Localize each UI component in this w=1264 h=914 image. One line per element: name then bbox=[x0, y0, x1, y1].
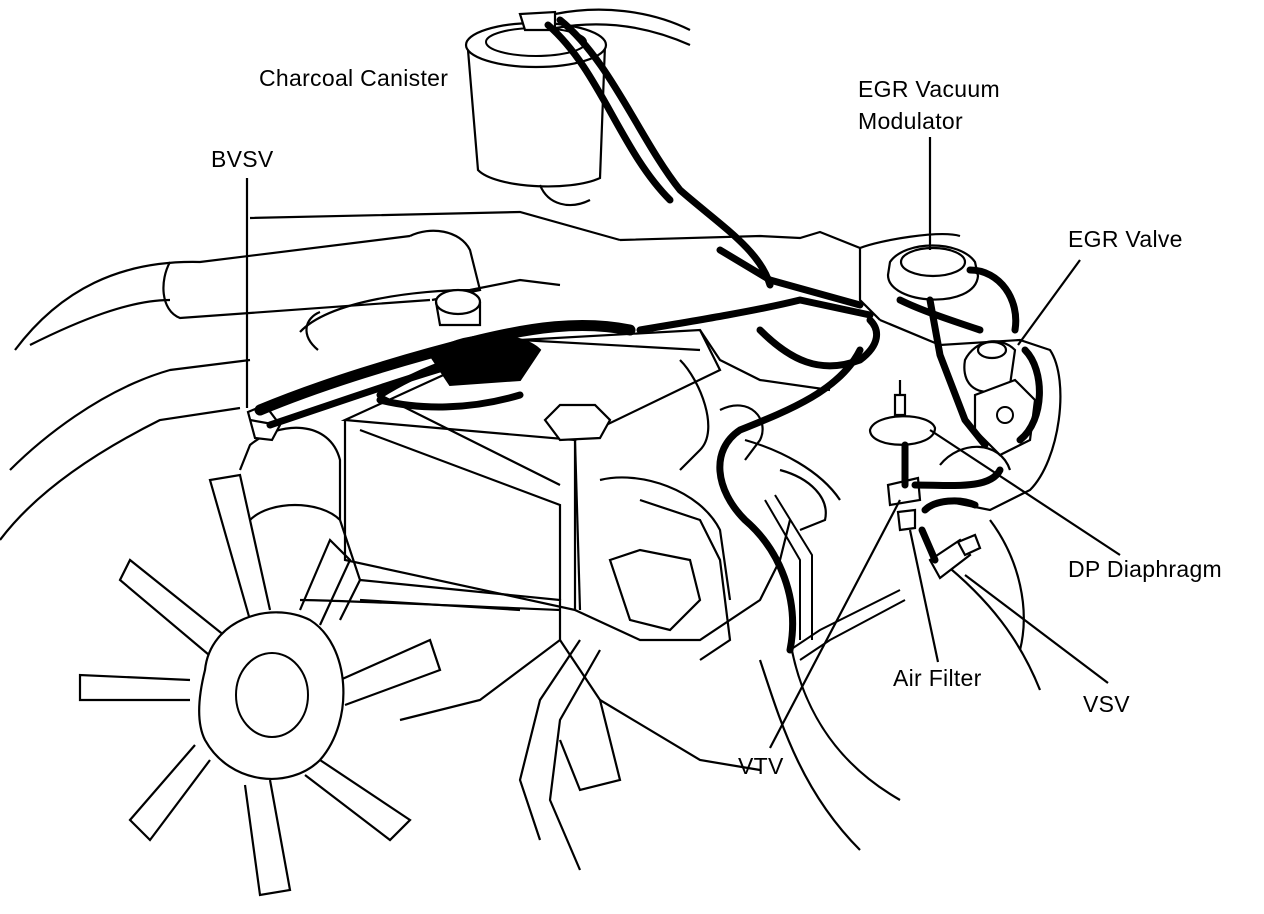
charcoal-canister bbox=[464, 8, 691, 207]
label-vsv: VSV bbox=[1083, 691, 1130, 717]
label-egr-vacuum-modulator-line2: Modulator bbox=[858, 108, 963, 134]
vsv-valve bbox=[928, 533, 982, 580]
leader-egr-valve bbox=[1017, 259, 1081, 346]
leader-vtv bbox=[769, 499, 901, 749]
label-vtv: VTV bbox=[738, 753, 784, 779]
engine-block-outline bbox=[0, 210, 1062, 871]
label-charcoal-canister: Charcoal Canister bbox=[259, 65, 449, 91]
leader-vsv bbox=[964, 574, 1109, 684]
leader-lines bbox=[245, 137, 1121, 749]
label-bvsv: BVSV bbox=[211, 146, 274, 172]
label-egr-valve: EGR Valve bbox=[1068, 226, 1183, 252]
label-egr-vacuum-modulator-line1: EGR Vacuum bbox=[858, 76, 1000, 102]
leader-dp-diaphragm bbox=[929, 429, 1121, 556]
label-dp-diaphragm: DP Diaphragm bbox=[1068, 556, 1223, 582]
dp-diaphragm bbox=[868, 380, 937, 446]
label-air-filter: Air Filter bbox=[893, 665, 982, 691]
leader-air-filter bbox=[908, 529, 940, 663]
cooling-fan bbox=[78, 473, 442, 897]
vacuum-hoses bbox=[254, 16, 1043, 661]
egr-vacuum-modulator bbox=[886, 244, 980, 301]
